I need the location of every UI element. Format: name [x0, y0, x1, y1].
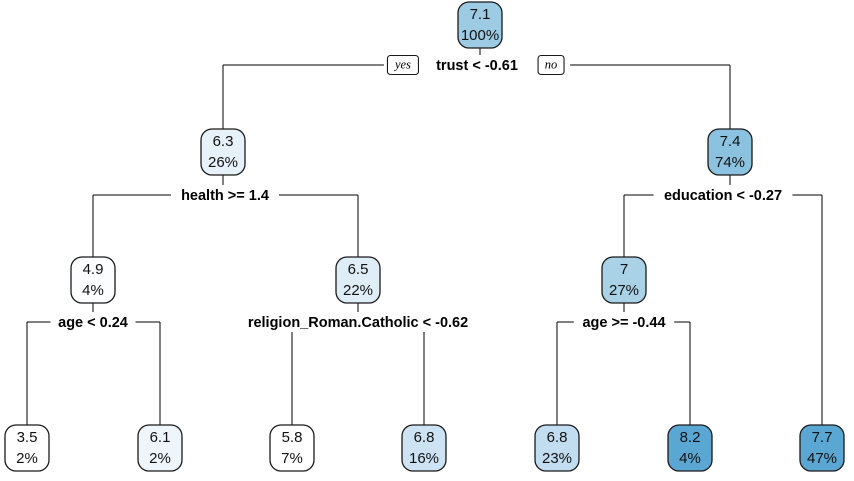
node-value: 5.8 — [282, 429, 303, 446]
node-value: 7 — [620, 261, 628, 278]
node-shape — [70, 256, 116, 304]
split-label-s4: religion_Roman.Catholic < -0.62 — [234, 312, 482, 332]
node-percent: 4% — [82, 282, 104, 299]
internal-node-n3[interactable]: 4.94% — [70, 256, 116, 304]
branch-box-no — [537, 54, 565, 76]
split-condition-text: age >= -0.44 — [582, 315, 665, 331]
leaf-node-l6[interactable]: 8.24% — [667, 424, 713, 472]
node-percent: 4% — [679, 450, 701, 467]
node-shape — [457, 1, 503, 49]
nodes-layer: 7.1100%6.326%7.474%4.94%6.522%727%3.52%6… — [4, 1, 845, 472]
split-label-s0: yes no trust < -0.61 — [383, 54, 571, 76]
node-percent: 2% — [149, 450, 171, 467]
node-shape — [799, 424, 845, 472]
node-shape — [601, 256, 647, 304]
split-condition-text: religion_Roman.Catholic < -0.62 — [248, 315, 468, 331]
node-percent: 16% — [409, 450, 439, 467]
node-shape — [269, 424, 315, 472]
split-condition-text: education < -0.27 — [664, 188, 782, 204]
node-percent: 22% — [343, 282, 373, 299]
node-value: 3.5 — [17, 429, 38, 446]
node-percent: 47% — [807, 450, 837, 467]
node-percent: 7% — [281, 450, 303, 467]
node-shape — [137, 424, 183, 472]
leaf-node-l1[interactable]: 3.52% — [4, 424, 50, 472]
node-shape — [200, 128, 246, 176]
node-value: 7.4 — [720, 133, 741, 150]
node-shape — [335, 256, 381, 304]
internal-node-n4[interactable]: 6.522% — [335, 256, 381, 304]
internal-node-n5[interactable]: 727% — [601, 256, 647, 304]
leaf-node-l5[interactable]: 6.823% — [534, 424, 580, 472]
leaf-node-l4[interactable]: 6.816% — [401, 424, 447, 472]
edges-layer — [26, 48, 823, 425]
internal-node-n2[interactable]: 7.474% — [707, 128, 753, 176]
node-shape — [401, 424, 447, 472]
internal-node-n1[interactable]: 6.326% — [200, 128, 246, 176]
node-value: 6.3 — [213, 133, 234, 150]
node-percent: 27% — [609, 282, 639, 299]
split-label-s3: age < 0.24 — [50, 312, 136, 332]
node-value: 6.5 — [348, 261, 369, 278]
node-value: 7.7 — [812, 429, 833, 446]
split-labels-layer: yes no trust < -0.61 health >= 1.4 education… — [50, 54, 793, 332]
internal-node-n0[interactable]: 7.1 100% — [457, 1, 503, 49]
node-value: 4.9 — [83, 261, 104, 278]
split-label-s1: health >= 1.4 — [170, 185, 280, 205]
branch-label-yes: yes — [393, 57, 411, 71]
branch-box-yes — [386, 54, 420, 76]
split-condition-text: trust < -0.61 — [436, 58, 518, 74]
node-shape — [667, 424, 713, 472]
split-label-s5: age >= -0.44 — [573, 312, 675, 332]
node-percent: 23% — [542, 450, 572, 467]
split-condition-text: health >= 1.4 — [181, 188, 269, 204]
node-shape — [4, 424, 50, 472]
split-label-s2: education < -0.27 — [653, 185, 793, 205]
node-percent: 26% — [208, 154, 238, 171]
node-value: 8.2 — [680, 429, 701, 446]
node-shape — [534, 424, 580, 472]
split-condition-text: age < 0.24 — [58, 315, 128, 331]
node-percent: 74% — [715, 154, 745, 171]
node-value: 6.8 — [547, 429, 568, 446]
leaf-node-l2[interactable]: 6.12% — [137, 424, 183, 472]
node-value: 7.1 — [470, 6, 491, 23]
node-shape — [707, 128, 753, 176]
leaf-node-l7[interactable]: 7.747% — [799, 424, 845, 472]
leaf-node-l3[interactable]: 5.87% — [269, 424, 315, 472]
node-value: 6.1 — [150, 429, 171, 446]
branch-label-no: no — [545, 57, 558, 71]
node-percent: 100% — [461, 27, 499, 44]
node-percent: 2% — [16, 450, 38, 467]
node-value: 6.8 — [414, 429, 435, 446]
